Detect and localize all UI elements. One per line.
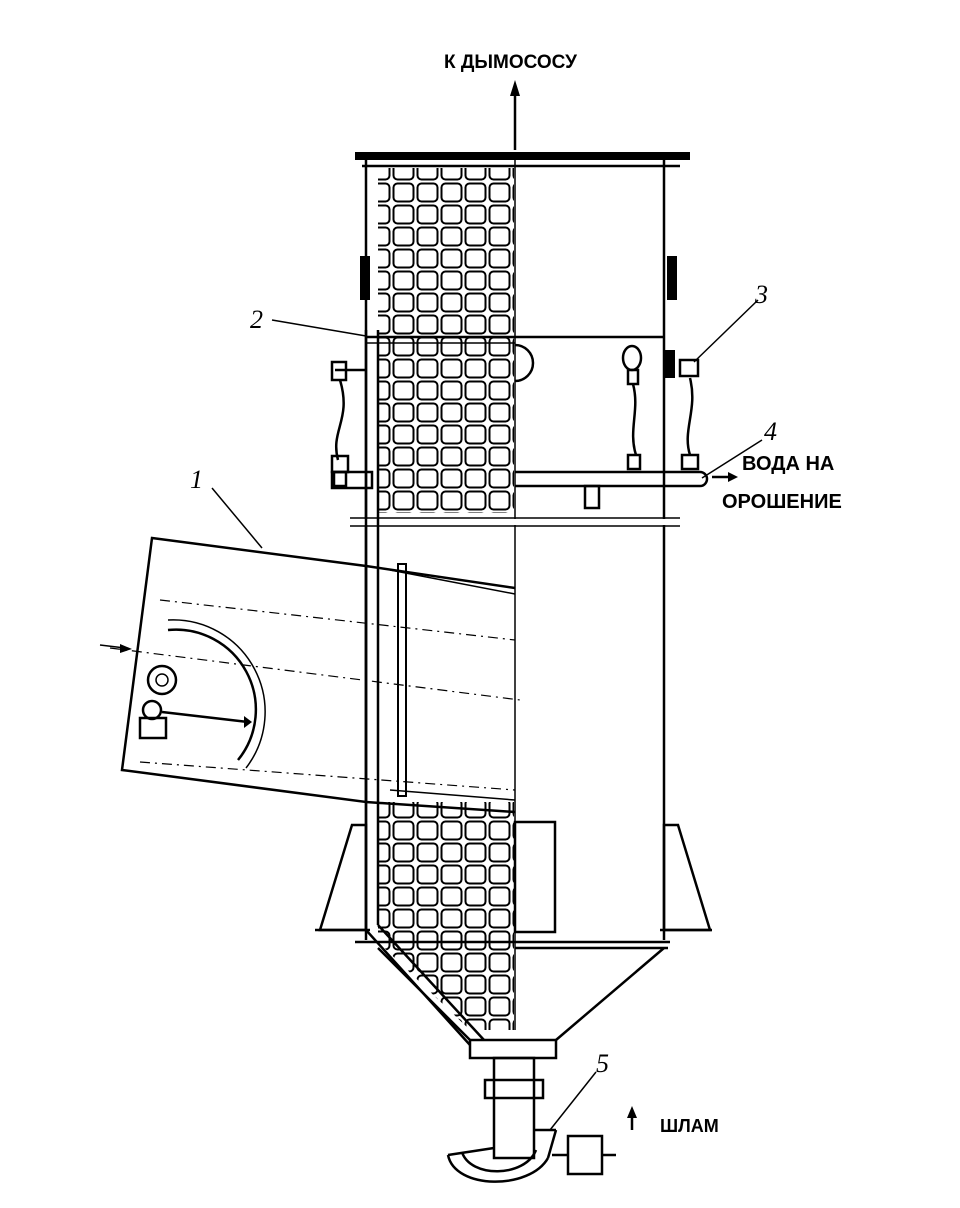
leader-3 [693,299,759,363]
callout-5: 5 [596,1049,609,1078]
nozzle-right [663,256,700,471]
water-label-line2: ОРОШЕНИЕ [722,491,842,513]
cone-bottom [377,947,665,1041]
exhaust-arrow [510,80,520,150]
brick-lining-cone [378,942,514,1030]
damper-gauge [138,619,266,769]
leader-1 [211,487,263,549]
bottom-flange [355,940,670,950]
inspection-hatch [514,343,535,383]
nozzle-left [330,256,370,488]
exhaust-label: К ДЫМОСОСУ [444,52,577,73]
leader-4 [701,439,763,479]
water-arrow [712,472,738,482]
top-flange [355,152,690,168]
leader-5 [549,1071,597,1131]
brick-lining-upper [378,168,514,513]
callout-4: 4 [764,417,777,446]
sludge-outlet [446,1038,616,1183]
sludge-label: ШЛАМ [660,1116,719,1136]
nozzle-inner [621,344,643,471]
support-legs [315,820,712,934]
callout-2: 2 [250,305,263,334]
water-label-line1: ВОДА НА [742,453,834,475]
callout-1: 1 [190,465,203,494]
leader-2 [271,319,367,337]
sludge-arrow [627,1106,637,1130]
callout-3: 3 [754,280,768,309]
inlet-arrow [99,644,132,653]
water-header [330,470,709,510]
brick-lining-lower [378,802,514,942]
column-break [340,517,690,527]
inlet-duct [109,536,521,814]
spray-ring-upper [366,335,664,344]
